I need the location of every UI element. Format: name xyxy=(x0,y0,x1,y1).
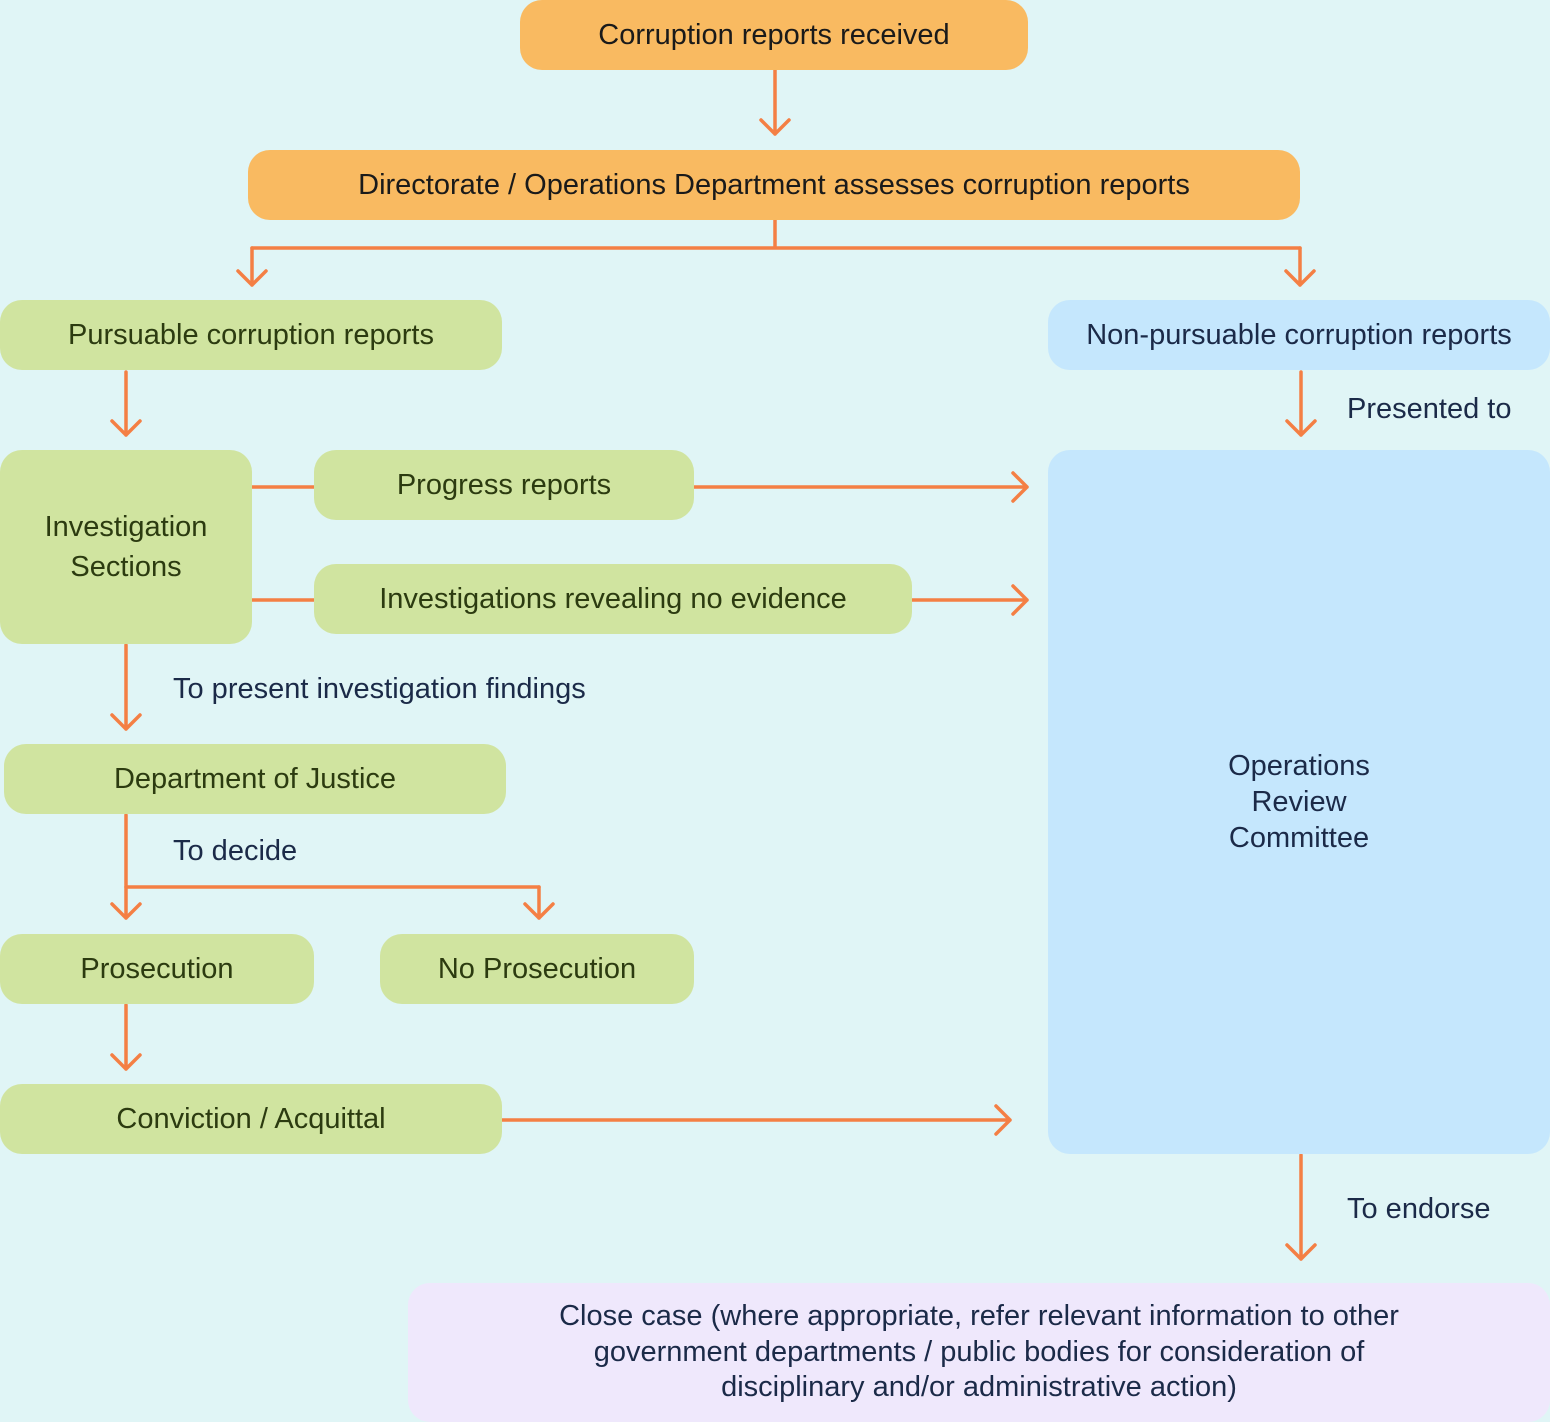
label-present-findings: To present investigation findings xyxy=(173,673,586,705)
arrow-assessment-split xyxy=(250,218,1302,250)
arrow-to-no-prosecution xyxy=(523,885,555,920)
arrow-received-to-assessment xyxy=(759,68,791,136)
arrow-no-evidence-to-committee xyxy=(910,584,1029,616)
label-presented-to: Presented to xyxy=(1347,393,1512,425)
arrow-committee-to-close-case xyxy=(1285,1153,1317,1261)
node-department-of-justice: Department of Justice xyxy=(4,744,506,814)
node-progress-reports: Progress reports xyxy=(314,450,694,520)
node-operations-review-committee: Operations Review Committee xyxy=(1048,450,1550,1154)
node-no-evidence: Investigations revealing no evidence xyxy=(314,564,912,634)
arrow-progress-to-committee xyxy=(692,471,1029,503)
arrow-to-non-pursuable xyxy=(1284,246,1316,287)
arrow-to-pursuable xyxy=(236,246,268,287)
arrow-conviction-to-committee xyxy=(500,1104,1012,1136)
node-non-pursuable-reports: Non-pursuable corruption reports xyxy=(1048,300,1550,370)
arrow-prosecution-to-conviction xyxy=(110,1003,142,1071)
node-prosecution: Prosecution xyxy=(0,934,314,1004)
arrow-non-pursuable-to-committee xyxy=(1285,370,1317,437)
node-pursuable-reports: Pursuable corruption reports xyxy=(0,300,502,370)
node-assessment: Directorate / Operations Department asse… xyxy=(248,150,1300,220)
arrow-pursuable-to-investigation xyxy=(110,370,142,437)
node-no-prosecution: No Prosecution xyxy=(380,934,694,1004)
arrow-to-prosecution xyxy=(110,885,142,920)
label-to-decide: To decide xyxy=(173,835,298,867)
node-reports-received: Corruption reports received xyxy=(520,0,1028,70)
node-close-case: Close case (where appropriate, refer rel… xyxy=(408,1283,1550,1422)
arrow-investigation-to-justice xyxy=(110,643,142,731)
node-investigation-sections: Investigation Sections xyxy=(0,450,252,644)
label-to-endorse: To endorse xyxy=(1347,1193,1491,1225)
node-conviction-acquittal: Conviction / Acquittal xyxy=(0,1084,502,1154)
